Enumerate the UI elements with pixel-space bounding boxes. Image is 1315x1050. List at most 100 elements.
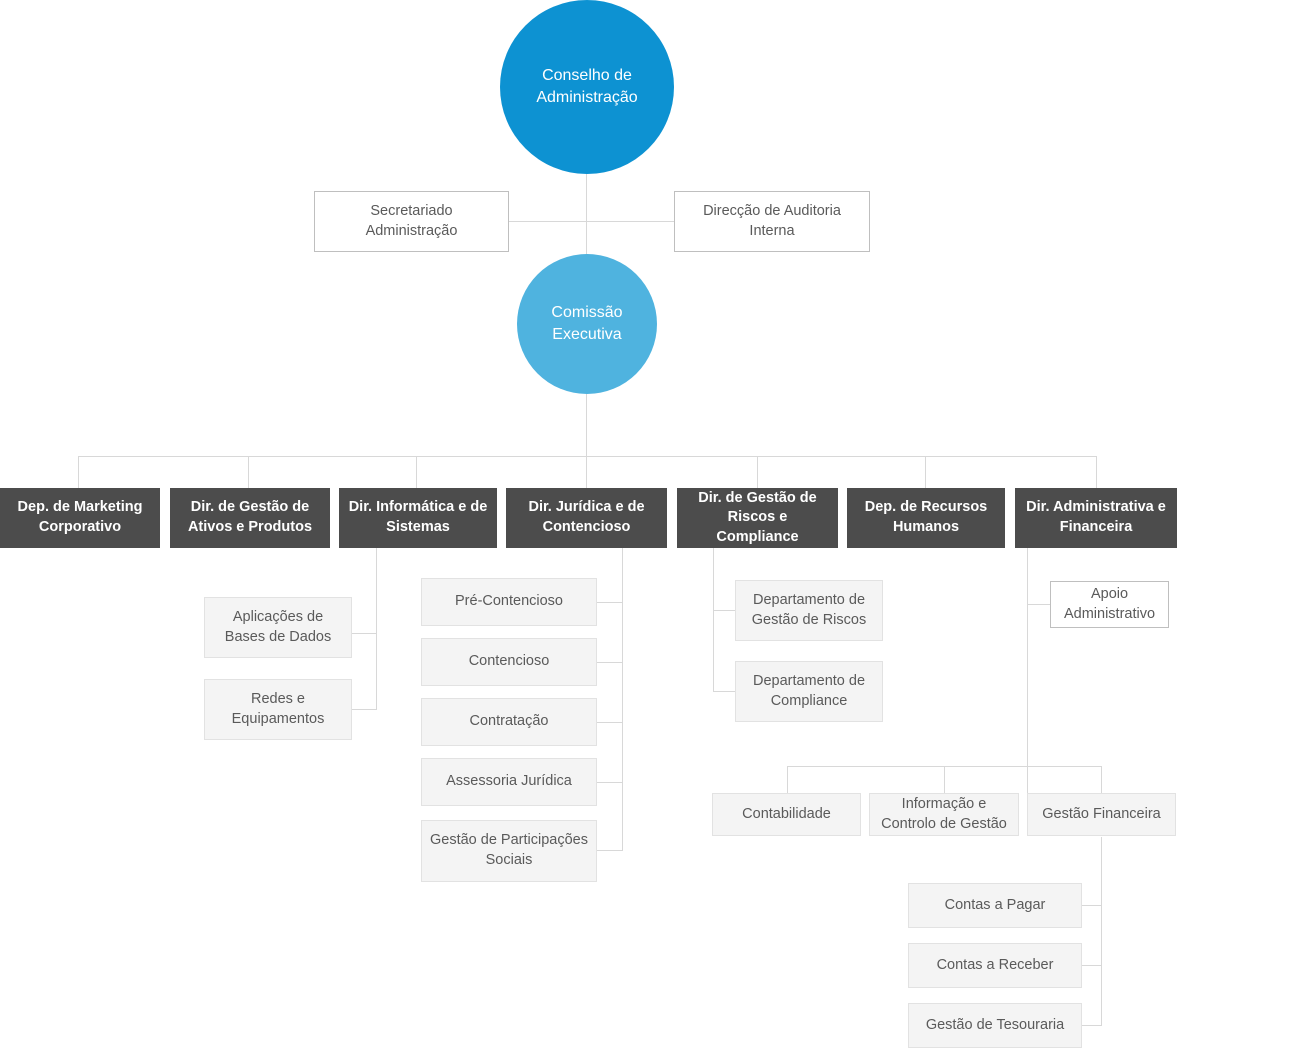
node-label-line1: Contabilidade bbox=[742, 805, 831, 822]
node-label-line2: Sociais bbox=[485, 852, 533, 868]
connector-root-to-exec bbox=[586, 174, 587, 254]
connector-drop-ativos bbox=[248, 456, 249, 488]
connector-adminfin-apoio bbox=[1027, 604, 1050, 605]
node-contas-a-pagar[interactable]: Contas a Pagar bbox=[908, 883, 1082, 928]
connector-juridica-child-1 bbox=[597, 602, 623, 603]
node-label-line1: Contencioso bbox=[468, 653, 550, 670]
node-dir-informatica-sistemas[interactable]: Dir. Informática e de Sistemas bbox=[339, 488, 497, 548]
node-label-line1: Conselho de bbox=[542, 67, 632, 85]
node-contas-a-receber[interactable]: Contas a Receber bbox=[908, 943, 1082, 988]
connector-informatica-child-1 bbox=[352, 633, 377, 634]
connector-finance-drop-informacao bbox=[944, 766, 945, 793]
node-dir-gestao-riscos-compliance[interactable]: Dir. de Gestão de Riscos e Compliance bbox=[677, 488, 838, 548]
node-label-line2: Administração bbox=[536, 89, 638, 106]
connector-riscos-spine bbox=[713, 548, 714, 692]
node-label-line1: Contas a Receber bbox=[936, 956, 1054, 973]
connector-informatica-spine bbox=[376, 548, 377, 709]
node-dep-recursos-humanos[interactable]: Dep. de Recursos Humanos bbox=[847, 488, 1005, 548]
node-apoio-administrativo[interactable]: Apoio Administrativo bbox=[1050, 581, 1169, 628]
connector-staff-bar-right bbox=[586, 221, 674, 222]
node-label-line1: Dir. de Gestão de bbox=[190, 499, 310, 516]
node-label-line2: Ativos e Produtos bbox=[187, 519, 313, 535]
node-assessoria-juridica[interactable]: Assessoria Jurídica bbox=[421, 758, 597, 806]
node-direccao-auditoria-interna[interactable]: Direcção de Auditoria Interna bbox=[674, 191, 870, 252]
node-label-line2: Corporativo bbox=[38, 519, 122, 535]
node-dir-administrativa-financeira[interactable]: Dir. Administrativa e Financeira bbox=[1015, 488, 1177, 548]
node-conselho-administracao[interactable]: Conselho de Administração bbox=[500, 0, 674, 174]
node-dir-juridica-contencioso[interactable]: Dir. Jurídica e de Contencioso bbox=[506, 488, 667, 548]
node-label-line1: Dep. de Marketing bbox=[17, 499, 143, 516]
connector-juridica-child-2 bbox=[597, 662, 623, 663]
node-label-line1: Aplicações de bbox=[232, 608, 324, 625]
node-comissao-executiva[interactable]: Comissão Executiva bbox=[517, 254, 657, 394]
node-label-line1: Dir. Administrativa bbox=[1026, 499, 1154, 516]
node-label-line1: Departamento de bbox=[752, 591, 866, 608]
connector-drop-adminfin bbox=[1096, 456, 1097, 488]
node-gestao-financeira[interactable]: Gestão Financeira bbox=[1027, 793, 1176, 836]
connector-drop-juridica bbox=[586, 456, 587, 488]
connector-gestaofin-child-2 bbox=[1081, 965, 1102, 966]
node-label-line1: Apoio bbox=[1090, 585, 1129, 602]
connector-gestaofin-child-1 bbox=[1081, 905, 1102, 906]
node-label-line1: Dep. de Recursos bbox=[864, 499, 988, 516]
node-label-line1: Departamento de bbox=[752, 672, 866, 689]
node-label-line2: e de Contencioso bbox=[542, 499, 645, 535]
node-dep-marketing-corporativo[interactable]: Dep. de Marketing Corporativo bbox=[0, 488, 160, 548]
node-label-line2: Humanos bbox=[892, 519, 960, 535]
node-label-line2: Bases de Dados bbox=[224, 628, 332, 645]
node-label-line1: Contratação bbox=[469, 713, 549, 730]
node-label-line1: Direcção de bbox=[703, 202, 781, 219]
node-contabilidade[interactable]: Contabilidade bbox=[712, 793, 861, 836]
connector-juridica-child-3 bbox=[597, 722, 623, 723]
connector-juridica-child-4 bbox=[597, 782, 623, 783]
node-dir-gestao-ativos-produtos[interactable]: Dir. de Gestão de Ativos e Produtos bbox=[170, 488, 330, 548]
connector-gestaofin-child-3 bbox=[1081, 1025, 1102, 1026]
node-label-line1: Gestão de Participações bbox=[430, 832, 588, 849]
connector-finance-drop-contabilidade bbox=[787, 766, 788, 793]
node-gestao-de-tesouraria[interactable]: Gestão de Tesouraria bbox=[908, 1003, 1082, 1048]
node-label-line1: Dir. Informática bbox=[348, 499, 455, 516]
node-label-line1: Redes e bbox=[250, 690, 305, 707]
node-label-line1: Informação e bbox=[901, 795, 987, 812]
node-departamento-gestao-riscos[interactable]: Departamento de Gestão de Riscos bbox=[735, 580, 883, 641]
node-label-line1: Pré-Contencioso bbox=[455, 593, 563, 610]
connector-drop-marketing bbox=[78, 456, 79, 488]
node-redes-equipamentos[interactable]: Redes e Equipamentos bbox=[204, 679, 352, 740]
node-label-line1: Dir. Jurídica bbox=[528, 499, 612, 516]
node-label-line2: Riscos e Compliance bbox=[716, 509, 799, 545]
connector-riscos-child-1 bbox=[713, 610, 736, 611]
connector-finance-drop-gestao bbox=[1101, 766, 1102, 793]
node-label-line2: e de Sistemas bbox=[386, 499, 488, 535]
node-label-line1: Gestão Financeira bbox=[1042, 805, 1161, 822]
connector-drop-informatica bbox=[416, 456, 417, 488]
node-informacao-controlo-gestao[interactable]: Informação e Controlo de Gestão bbox=[869, 793, 1019, 836]
node-label-line1: Contas a Pagar bbox=[944, 896, 1046, 913]
connector-informatica-child-2 bbox=[352, 709, 377, 710]
connector-department-bus bbox=[78, 456, 1097, 457]
node-secretariado-administracao[interactable]: Secretariado Administração bbox=[314, 191, 509, 252]
node-pre-contencioso[interactable]: Pré-Contencioso bbox=[421, 578, 597, 626]
node-departamento-compliance[interactable]: Departamento de Compliance bbox=[735, 661, 883, 722]
node-gestao-participacoes-sociais[interactable]: Gestão de Participações Sociais bbox=[421, 820, 597, 882]
node-label-line1: Assessoria Jurídica bbox=[446, 773, 572, 790]
node-label-line2: Administração bbox=[365, 222, 458, 239]
node-label-line2: Compliance bbox=[770, 692, 848, 709]
connector-adminfin-spine bbox=[1027, 548, 1028, 793]
connector-staff-bar-left bbox=[509, 221, 587, 222]
node-label-line2: Auditoria Interna bbox=[749, 202, 841, 239]
node-label-line1: Comissão bbox=[551, 304, 623, 322]
node-aplicacoes-bases-de-dados[interactable]: Aplicações de Bases de Dados bbox=[204, 597, 352, 658]
connector-juridica-spine bbox=[622, 548, 623, 850]
node-label-line1: Dir. de Gestão de bbox=[698, 489, 817, 506]
node-label-line2: Administrativo bbox=[1063, 605, 1156, 622]
node-contencioso[interactable]: Contencioso bbox=[421, 638, 597, 686]
connector-gestaofin-spine bbox=[1101, 837, 1102, 1026]
node-label-line2: Gestão de Riscos bbox=[751, 611, 867, 628]
connector-riscos-child-2 bbox=[713, 691, 736, 692]
connector-juridica-child-5 bbox=[597, 850, 623, 851]
connector-drop-riscos bbox=[757, 456, 758, 488]
node-contratacao[interactable]: Contratação bbox=[421, 698, 597, 746]
node-label-line2: Executiva bbox=[552, 326, 622, 343]
node-label-line2: Equipamentos bbox=[231, 710, 325, 727]
